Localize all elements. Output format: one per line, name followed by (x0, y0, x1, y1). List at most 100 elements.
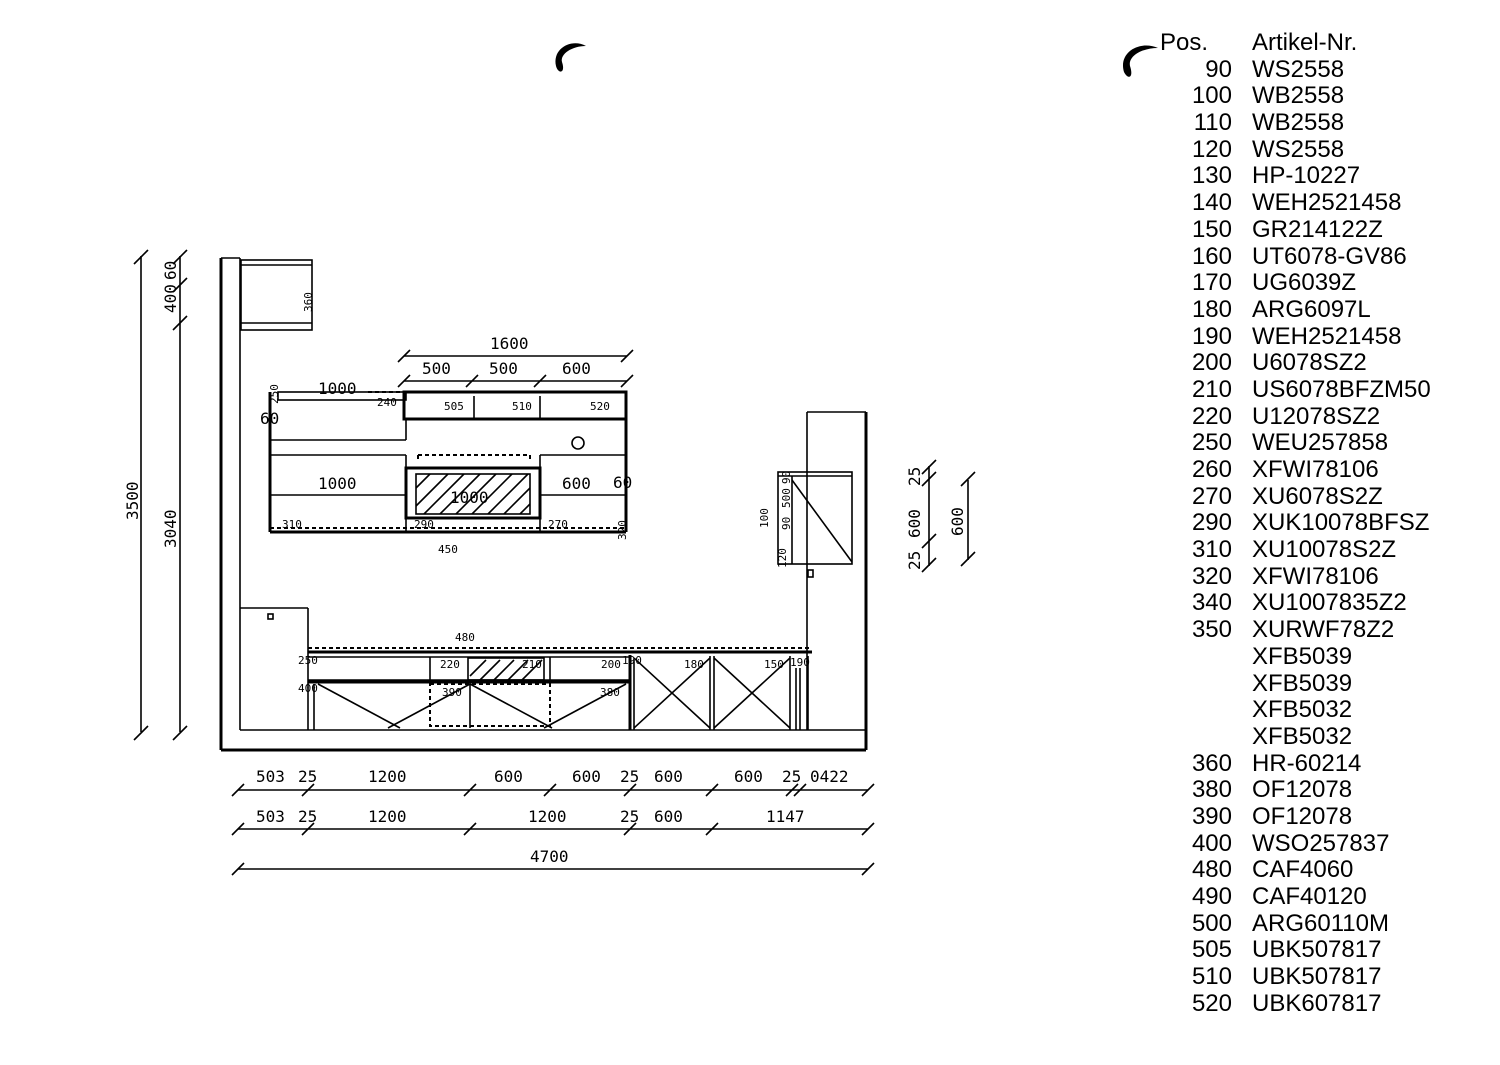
legend-row-article: XU6078S2Z (1252, 482, 1383, 510)
legend-row-pos: 520 (1191, 989, 1232, 1017)
base-cabinets: 480 (240, 607, 812, 730)
dim-row2-600: 600 (654, 807, 683, 826)
lbl-180: 180 (684, 658, 704, 671)
legend-row-pos: 320 (1191, 562, 1232, 590)
legend-row-article: XFB5039 (1252, 669, 1353, 697)
legend-row-article: U12078SZ2 (1252, 402, 1381, 430)
legend-row-pos: 160 (1191, 242, 1232, 270)
lbl-450: 450 (438, 543, 458, 556)
legend-row: XFB5039 (1150, 669, 1470, 698)
side-tall-element: 100 90 500 90 120 (758, 471, 853, 578)
legend-row-article: XU10078S2Z (1252, 536, 1397, 564)
legend-row-pos: 220 (1191, 402, 1232, 430)
lbl-side-90: 90 (780, 471, 793, 484)
lbl-290: 290 (414, 518, 434, 531)
legend-row-pos: 200 (1191, 349, 1232, 377)
lbl-400: 400 (298, 682, 318, 695)
dim-height-60: 60 (161, 261, 180, 280)
legend-row-article: XU1007835Z2 (1252, 589, 1407, 617)
lbl-240-wall: 240 (377, 396, 397, 409)
legend-row-pos: 150 (1191, 215, 1232, 243)
lbl-270: 270 (548, 518, 568, 531)
legend-row-pos: 340 (1191, 589, 1232, 617)
dim-row1-503: 503 (256, 767, 285, 786)
lbl-510: 510 (512, 400, 532, 413)
dim-row1-600c: 600 (654, 767, 683, 786)
legend-row-pos: 490 (1191, 883, 1232, 910)
dim-row1-600a: 600 (494, 767, 523, 786)
dim-row1-0422: 0422 (810, 767, 849, 786)
right-dimension-chain: 25 600 25 600 (905, 459, 976, 573)
bottom-dimension-total: 4700 (231, 847, 875, 876)
lbl-150: 150 (764, 658, 784, 671)
legend-row-article: WB2558 (1252, 109, 1345, 137)
legend-row-article: WSO257837 (1252, 829, 1390, 857)
dim-height-400: 400 (161, 284, 180, 313)
legend-header: Pos. Artikel-Nr. (1150, 29, 1470, 57)
legend-row-article: UT6078-GV86 (1252, 242, 1407, 270)
dim-right-600: 600 (905, 509, 924, 538)
dim-row1-600b: 600 (572, 767, 601, 786)
legend-row-article: XFB5039 (1252, 642, 1353, 670)
lbl-side-90b: 90 (780, 517, 793, 530)
legend-row-pos (1150, 644, 1232, 671)
legend-row-pos: 390 (1191, 802, 1232, 830)
legend-row: 220 U12078SZ2 (1150, 402, 1470, 431)
legend-row-pos: 250 (1191, 429, 1232, 457)
legend-row-article: WB2558 (1252, 82, 1345, 110)
dim-mid-600: 600 (562, 474, 591, 493)
legend-row-pos: 100 (1191, 82, 1232, 110)
dim-mid-1000-left: 1000 (318, 474, 357, 493)
legend-row-pos: 510 (1191, 963, 1232, 991)
legend-row-article: US6078BFZM50 (1252, 375, 1431, 403)
legend-row: 100 WB2558 (1150, 83, 1470, 110)
lbl-320: 320 (616, 520, 629, 540)
dim-shelf-360: 360 (302, 292, 315, 312)
legend-row: 340 XU1007835Z2 (1150, 590, 1470, 617)
room-outline (219, 257, 868, 752)
bottom-dimension-row-2: 503 25 1200 1200 25 600 1147 (231, 807, 875, 836)
upper-wall-cabinets: 1600 500 500 600 1000 250 240 505 510 52… (260, 334, 634, 428)
legend-row-pos: 190 (1191, 322, 1232, 350)
legend-row-article: XUK10078BFSZ (1252, 509, 1430, 537)
dim-row1-1200: 1200 (368, 767, 407, 786)
legend-row-pos: 350 (1191, 616, 1232, 644)
wall-shelf-box: 360 (240, 259, 315, 331)
legend-row-article: OF12078 (1252, 776, 1353, 804)
dim-row2-503: 503 (256, 807, 285, 826)
dim-top-1000: 1000 (318, 379, 357, 398)
dim-right-25b: 25 (905, 551, 924, 570)
legend-row-pos: 310 (1191, 536, 1232, 564)
dim-row2-1147: 1147 (766, 807, 805, 826)
legend-row-article: XFB5032 (1252, 722, 1353, 750)
lbl-505: 505 (444, 400, 464, 413)
legend-row-pos: 260 (1191, 456, 1232, 483)
legend-row: 140 WEH2521458 (1150, 189, 1470, 217)
dim-row2-1200b: 1200 (528, 807, 567, 826)
legend-row-article: WS2558 (1252, 55, 1345, 83)
legend-row-pos (1150, 724, 1232, 751)
legend-row-pos: 140 (1191, 189, 1232, 217)
left-dimension-3500: 3500 (123, 249, 149, 741)
legend-row-article: WEH2521458 (1252, 189, 1402, 217)
legend-row-pos: 130 (1191, 162, 1232, 190)
legend-row-article: HR-60214 (1252, 749, 1362, 777)
legend-row-article: WEU257858 (1252, 429, 1389, 457)
dim-row1-25b: 25 (620, 767, 639, 786)
lbl-side-120: 120 (776, 548, 789, 568)
